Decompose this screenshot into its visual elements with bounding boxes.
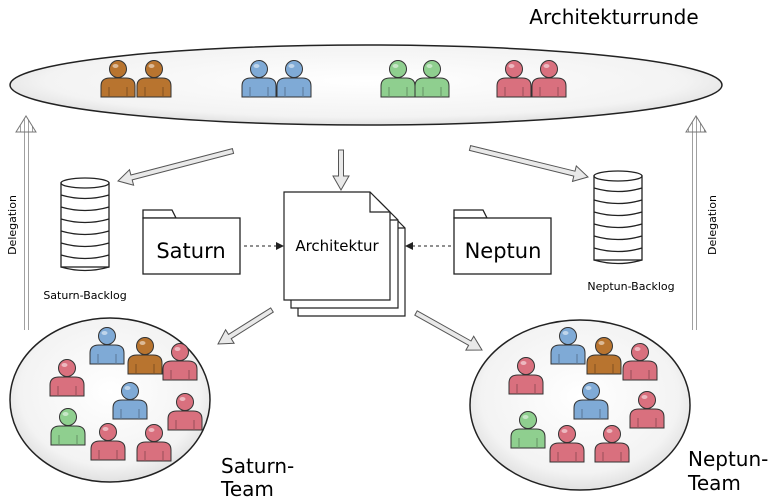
person-icon [49, 359, 85, 397]
person-icon [90, 423, 126, 461]
neptun-to-architektur-connector [405, 242, 451, 250]
neptun-team-members [508, 327, 665, 463]
person-icon [89, 327, 125, 365]
person-icon [162, 343, 198, 381]
neptun-team-label-line2: Team [687, 471, 741, 495]
neptun-folder-icon [453, 209, 552, 275]
neptun-box-label: Neptun [465, 239, 542, 263]
person-icon [276, 60, 312, 98]
person-icon [550, 327, 586, 365]
delegation-label-left: Delegation [6, 195, 19, 255]
saturn-team-members [49, 327, 203, 462]
person-icon [549, 425, 585, 463]
person-icon [167, 393, 203, 431]
neptun-backlog-label: Neptun-Backlog [587, 280, 674, 293]
delegation-arrow-left [15, 115, 37, 330]
neptun-team-label-line1: Neptun- [688, 447, 768, 471]
person-icon [622, 343, 658, 381]
neptun-backlog-database-icon [593, 170, 643, 265]
person-icon [127, 337, 163, 375]
person-icon [50, 408, 86, 446]
person-icon [586, 337, 622, 375]
person-icon [380, 60, 416, 98]
saturn-backlog-database-icon [60, 177, 110, 272]
arrow-icon [117, 147, 235, 186]
delegation-arrow-right [685, 115, 707, 330]
person-icon [241, 60, 277, 98]
arrow-icon [217, 307, 274, 345]
person-icon [594, 425, 630, 463]
saturn-box-label: Saturn [156, 239, 225, 263]
saturn-team-label-line1: Saturn- [221, 454, 294, 478]
arrow-icon [414, 310, 483, 351]
person-icon [112, 382, 148, 420]
person-icon [100, 60, 136, 98]
arrow-icon [332, 149, 350, 192]
person-icon [629, 391, 665, 429]
architekturrunde-members [100, 60, 567, 98]
person-icon [573, 382, 609, 420]
delegation-label-right: Delegation [706, 195, 719, 255]
saturn-to-architektur-connector [244, 242, 284, 250]
database-stack-icon [593, 170, 643, 265]
database-stack-icon [60, 177, 110, 272]
person-icon [496, 60, 532, 98]
person-icon [510, 411, 546, 449]
person-icon [531, 60, 567, 98]
architektur-document-stack-icon [283, 191, 406, 317]
saturn-folder-icon [142, 209, 241, 275]
diagram-title: Architekturrunde [529, 5, 698, 29]
person-icon [136, 60, 172, 98]
person-icon [414, 60, 450, 98]
person-icon [136, 424, 172, 462]
arrow-icon [468, 144, 589, 183]
architektur-label: Architektur [295, 237, 379, 255]
flow-arrows [117, 144, 589, 351]
saturn-backlog-label: Saturn-Backlog [43, 289, 126, 302]
person-icon [508, 357, 544, 395]
saturn-team-label-line2: Team [220, 477, 274, 500]
